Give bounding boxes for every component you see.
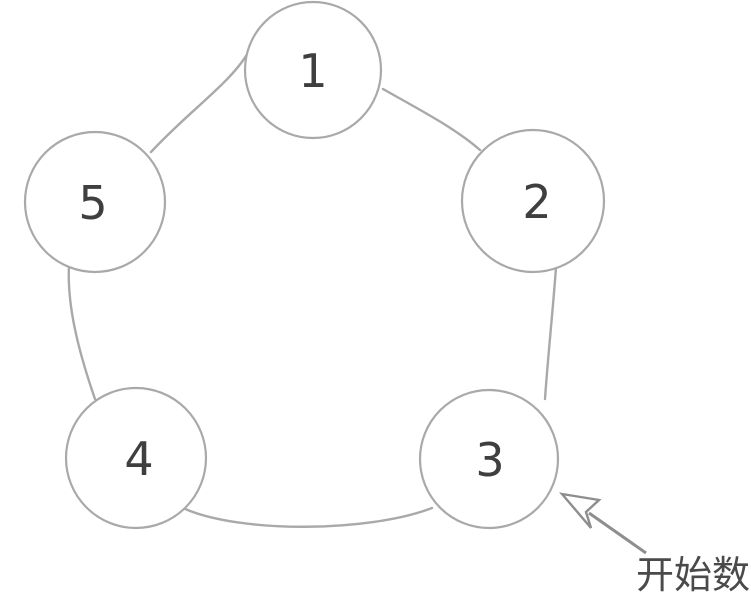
arrow-head-outline bbox=[558, 492, 602, 529]
arrow-shaft bbox=[588, 511, 647, 555]
ring-arcs bbox=[67, 49, 558, 528]
node-circle-3 bbox=[418, 388, 560, 530]
node-circle-4 bbox=[64, 386, 208, 530]
node-labels: 1 2 3 4 5 bbox=[78, 44, 551, 487]
annotation-label: 开始数 bbox=[636, 553, 751, 597]
arc-3-to-4 bbox=[181, 506, 434, 528]
annotation-arrow-icon bbox=[558, 492, 647, 555]
arc-4-to-5 bbox=[67, 264, 97, 401]
arc-1-to-2 bbox=[381, 87, 482, 152]
node-label-5: 5 bbox=[78, 176, 107, 230]
node-label-1: 1 bbox=[298, 44, 327, 98]
node-circle-1 bbox=[243, 0, 383, 140]
arc-2-to-3 bbox=[543, 265, 558, 401]
node-label-4: 4 bbox=[124, 432, 153, 486]
arc-5-to-1 bbox=[149, 49, 251, 154]
node-circle-2 bbox=[460, 128, 606, 274]
node-circles bbox=[23, 0, 606, 530]
node-label-2: 2 bbox=[522, 175, 551, 229]
node-circle-5 bbox=[23, 130, 167, 274]
node-label-3: 3 bbox=[475, 433, 504, 487]
